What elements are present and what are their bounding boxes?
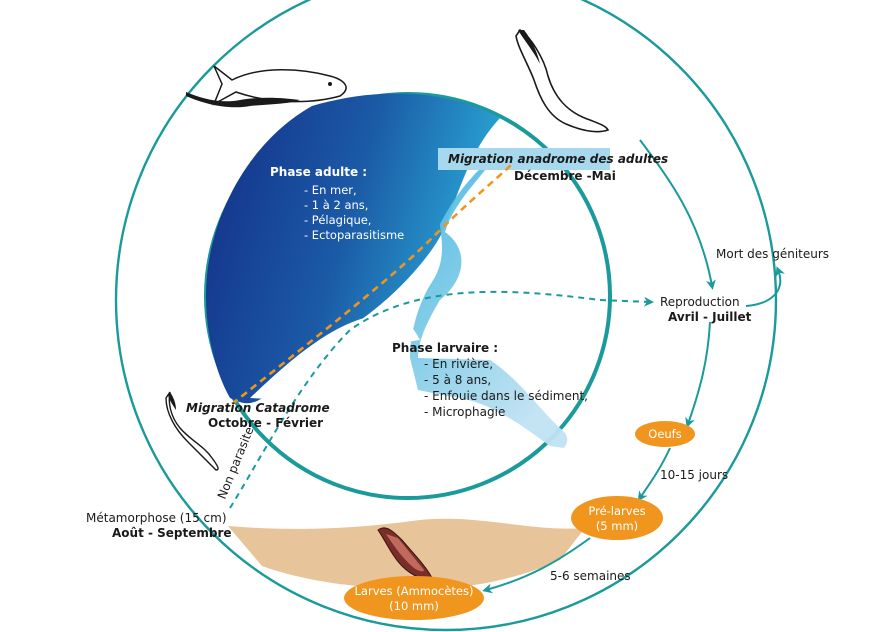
reproduction-period: Avril - Juillet bbox=[668, 310, 752, 324]
adult-phase-item: - 1 à 2 ans, bbox=[304, 198, 368, 212]
host-fish-illustration bbox=[186, 65, 347, 108]
mort-des-geniteurs-label: Mort des géniteurs bbox=[716, 247, 829, 261]
metamorphose-period: Août - Septembre bbox=[112, 526, 232, 540]
larval-phase-item: - En rivière, bbox=[424, 357, 493, 371]
reproduction-title: Reproduction bbox=[660, 295, 740, 309]
adult-phase-item: - Ectoparasitisme bbox=[304, 228, 404, 242]
larves-oval bbox=[344, 576, 484, 620]
incubation-duration-label: 10-15 jours bbox=[660, 468, 728, 482]
catadrome-migration-period: Octobre - Février bbox=[208, 416, 323, 430]
oeufs-label: Oeufs bbox=[648, 427, 681, 441]
arrow-to-mort bbox=[745, 266, 785, 307]
anadrome-migration-path bbox=[231, 163, 513, 406]
metamorphose-title: Métamorphose (15 cm) bbox=[86, 511, 227, 525]
larval-phase-item: - Microphagie bbox=[424, 405, 505, 419]
arrow-to-prelarves bbox=[637, 447, 671, 502]
arrow-to-larves bbox=[482, 537, 591, 594]
adult-phase-title: Phase adulte : bbox=[270, 165, 367, 179]
larval-to-reproduction-path bbox=[229, 290, 654, 509]
larval-phase-river bbox=[410, 150, 568, 448]
prelarves-label: Pré-larves bbox=[588, 504, 645, 518]
anadrome-migration-period: Décembre -Mai bbox=[514, 169, 616, 183]
arrow-to-oeufs bbox=[685, 321, 711, 428]
non-parasite-label: Non parasite bbox=[215, 425, 257, 501]
anadrome-migration-title: Migration anadrome des adultes bbox=[448, 152, 668, 166]
prelarves-size: (5 mm) bbox=[596, 519, 638, 533]
adult-phase-item: - Pélagique, bbox=[304, 213, 371, 227]
adult-phase-sea-area bbox=[206, 93, 500, 404]
anadrome-label-band bbox=[438, 148, 610, 170]
prelarves-oval bbox=[571, 496, 663, 540]
catadrome-migration-title: Migration Catadrome bbox=[186, 401, 330, 415]
adult-lamprey-illustration bbox=[515, 28, 610, 133]
arrow-to-reproduction bbox=[639, 139, 716, 290]
larval-phase-item: - 5 à 8 ans, bbox=[424, 373, 491, 387]
juvenile-lamprey-illustration bbox=[165, 391, 219, 471]
outer-cycle-ring bbox=[114, 0, 778, 632]
larves-label: Larves (Ammocètes) bbox=[355, 584, 474, 598]
prelarval-duration-label: 5-6 semaines bbox=[550, 569, 631, 583]
larves-size: (10 mm) bbox=[389, 599, 439, 613]
adult-phase-item: - En mer, bbox=[304, 183, 357, 197]
oeufs-oval bbox=[635, 421, 695, 447]
larval-phase-title: Phase larvaire : bbox=[392, 341, 498, 355]
catadrome-wedge bbox=[250, 315, 420, 400]
larval-phase-item: - Enfouie dans le sédiment, bbox=[424, 389, 588, 403]
